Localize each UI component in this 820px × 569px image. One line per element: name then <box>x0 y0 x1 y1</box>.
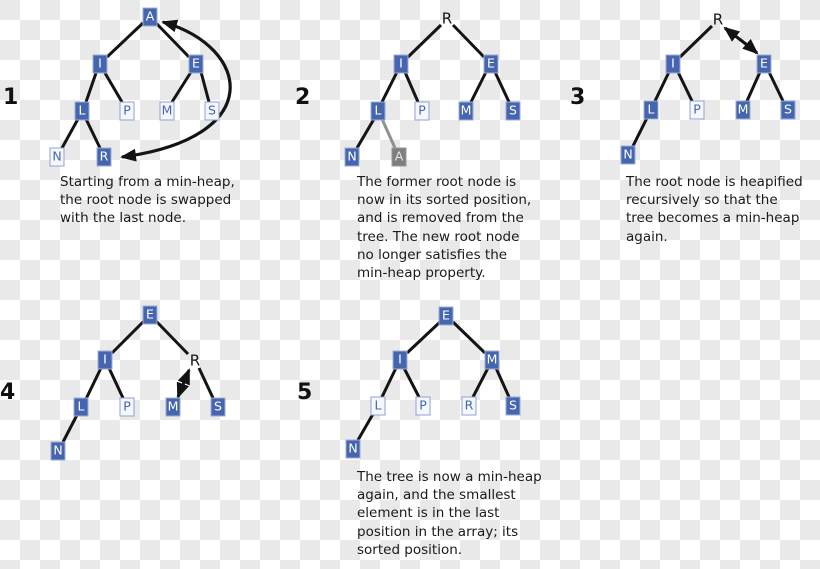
step-caption-2: The former root node is now in its sorte… <box>357 174 532 282</box>
tree-node: L <box>370 101 386 121</box>
tree-3-edges <box>631 24 785 147</box>
tree-node: A <box>142 7 158 27</box>
tree-node: E <box>438 306 454 326</box>
tree-node: P <box>415 396 431 416</box>
edge <box>154 319 190 356</box>
edge <box>84 118 102 149</box>
tree-node: M <box>484 350 500 370</box>
edge <box>451 320 487 355</box>
tree-node: N <box>344 147 360 167</box>
edge <box>110 319 146 355</box>
removed-node-edge <box>380 118 397 149</box>
edge <box>494 367 511 398</box>
step-caption-5: The tree is now a min-heap again, and th… <box>357 469 542 558</box>
tree-node: L <box>73 397 89 417</box>
edge <box>406 23 443 59</box>
edge <box>107 367 125 399</box>
tree-node: S <box>505 396 521 416</box>
tree-node: M <box>165 397 181 417</box>
tree-node: I <box>97 350 113 370</box>
tree-node: P <box>119 101 135 121</box>
tree-2-edges <box>355 23 511 149</box>
tree-node: S <box>204 101 220 121</box>
tree-node: P <box>689 100 705 120</box>
edge <box>199 71 211 103</box>
tree-node: N <box>620 145 636 165</box>
tree-node: E <box>483 54 499 74</box>
edge <box>60 118 80 149</box>
edge <box>105 21 145 59</box>
tree-node: R <box>96 147 112 167</box>
step-number-2: 2 <box>295 85 311 110</box>
tree-node: L <box>643 100 659 120</box>
edge <box>197 367 215 399</box>
edge <box>493 71 511 103</box>
tree-node: R <box>189 351 201 370</box>
tree-node: L <box>370 396 386 416</box>
tree-node: M <box>735 100 751 120</box>
tree-node: N <box>50 441 66 461</box>
step-caption-1: Starting from a min-heap, the root node … <box>60 174 235 227</box>
edge <box>451 23 486 59</box>
tree-node: I <box>392 350 408 370</box>
tree-node: P <box>119 397 135 417</box>
tree-node: E <box>188 54 204 74</box>
edge <box>170 71 193 103</box>
step-number-3: 3 <box>570 85 586 110</box>
edge <box>84 72 98 103</box>
step-number-1: 1 <box>3 85 19 110</box>
step-number-5: 5 <box>297 380 313 405</box>
edge <box>402 367 421 398</box>
tree-5-edges <box>356 320 511 441</box>
step-number-4: 4 <box>0 380 16 405</box>
tree-node: N <box>49 147 65 167</box>
step-caption-3: The root node is heapified recursively s… <box>626 174 803 245</box>
tree-node: E <box>756 54 772 74</box>
edge <box>380 367 398 398</box>
swap-arrow-r-e <box>723 26 759 55</box>
edge <box>678 24 714 59</box>
tree-node: P <box>414 101 430 121</box>
tree-node: S <box>210 397 226 417</box>
edge <box>471 367 490 398</box>
tree-node: I <box>665 54 681 74</box>
tree-node: R <box>441 9 453 28</box>
edge <box>355 118 376 149</box>
tree-node: M <box>458 101 474 121</box>
edge <box>61 414 79 443</box>
edge <box>154 21 191 59</box>
tree-node: L <box>74 101 90 121</box>
edge <box>380 71 399 103</box>
tree-node: R <box>712 10 724 29</box>
tree-node: R <box>461 396 477 416</box>
edge <box>745 71 762 102</box>
tree-node: S <box>780 100 796 120</box>
edge <box>631 117 649 147</box>
edge <box>356 413 375 441</box>
tree-node: I <box>92 54 108 74</box>
edge <box>405 320 442 355</box>
tree-node: N <box>345 439 361 459</box>
tree-node-removed: A <box>391 147 407 167</box>
tree-node: S <box>505 101 521 121</box>
swap-arrow-root-last <box>120 19 232 162</box>
edge <box>84 367 103 400</box>
edge <box>469 71 488 103</box>
edge <box>103 72 124 103</box>
tree-node: I <box>393 54 409 74</box>
tree-4-edges <box>61 319 215 443</box>
edge <box>403 71 420 103</box>
tree-node: E <box>142 305 158 325</box>
tree-1-edges <box>60 21 211 149</box>
edge <box>653 71 671 102</box>
edge <box>767 71 785 102</box>
edge <box>676 71 694 102</box>
tree-node: M <box>159 101 175 121</box>
swap-arrow-r-m <box>176 368 191 399</box>
